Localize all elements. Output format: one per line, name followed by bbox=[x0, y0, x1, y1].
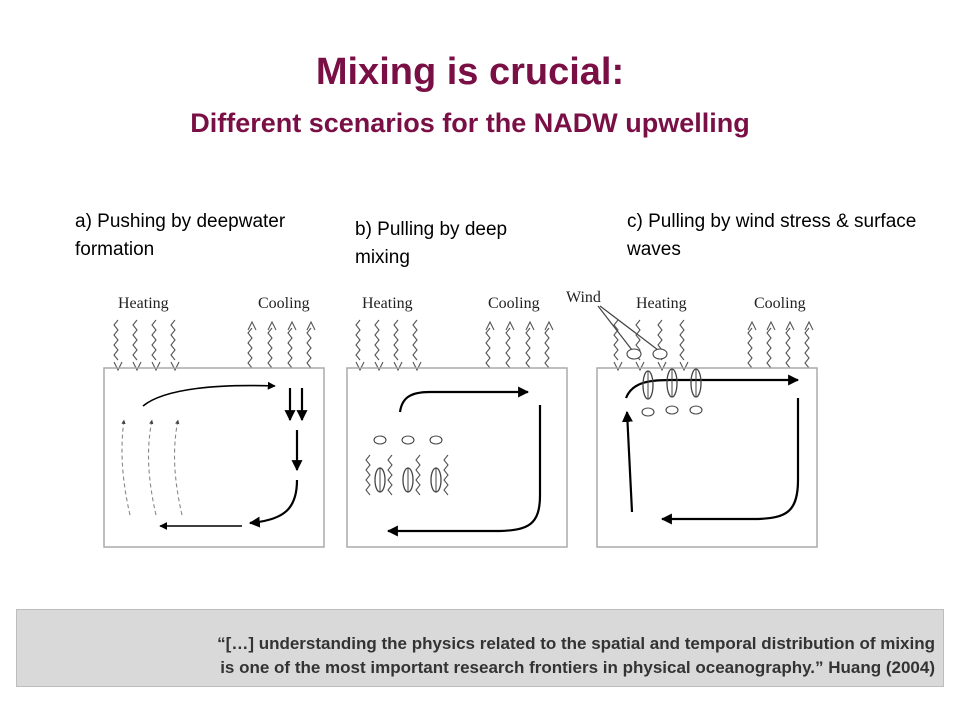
panel-c-heating-label: Heating bbox=[636, 295, 687, 312]
panel-a-cooling-label: Cooling bbox=[258, 295, 310, 312]
panel-c-cooling-label: Cooling bbox=[754, 295, 806, 312]
panel-c-diagram: Wind Heating Cooling bbox=[566, 289, 818, 548]
quote-line-1: “[…] understanding the physics related t… bbox=[217, 634, 935, 653]
panel-b-mixing-eddies bbox=[365, 435, 449, 496]
panel-a-diagram: Heating Cooling bbox=[103, 295, 325, 548]
slide-subtitle: Different scenarios for the NADW upwelli… bbox=[190, 108, 750, 138]
panel-c-cooling-arrows bbox=[747, 320, 814, 369]
panel-c-mixing-eddies bbox=[641, 368, 703, 417]
panel-a-label: a) Pushing by deepwater formation bbox=[75, 211, 286, 260]
panel-c-ocean-box bbox=[596, 367, 818, 548]
panel-a-ocean-box bbox=[103, 367, 325, 548]
panel-a-heating-label: Heating bbox=[118, 295, 169, 312]
quote-line-2: is one of the most important research fr… bbox=[220, 658, 935, 677]
quote-text: “[…] understanding the physics related t… bbox=[25, 632, 935, 680]
slide-title: Mixing is crucial: bbox=[315, 51, 625, 93]
panel-b-cooling-arrows bbox=[485, 320, 554, 369]
panel-c-wind-label: Wind bbox=[566, 289, 601, 306]
panel-b-cooling-label: Cooling bbox=[488, 295, 540, 312]
panel-b-diagram: Heating Cooling bbox=[346, 295, 568, 548]
panel-a-heating-arrows bbox=[113, 319, 180, 372]
panel-a-cooling-arrows bbox=[247, 320, 316, 369]
panel-b-heating-label: Heating bbox=[362, 295, 413, 312]
panel-c-heating-arrows bbox=[613, 319, 689, 372]
panel-b-label: b) Pulling by deep mixing bbox=[355, 219, 508, 268]
panel-c-label: c) Pulling by wind stress & surface wave… bbox=[627, 211, 917, 260]
circulation-diagrams: Heating Cooling Heating Cooling bbox=[103, 289, 818, 548]
panel-b-ocean-box bbox=[346, 367, 568, 548]
quote-box: “[…] understanding the physics related t… bbox=[16, 609, 944, 687]
panel-b-heating-arrows bbox=[355, 319, 422, 372]
